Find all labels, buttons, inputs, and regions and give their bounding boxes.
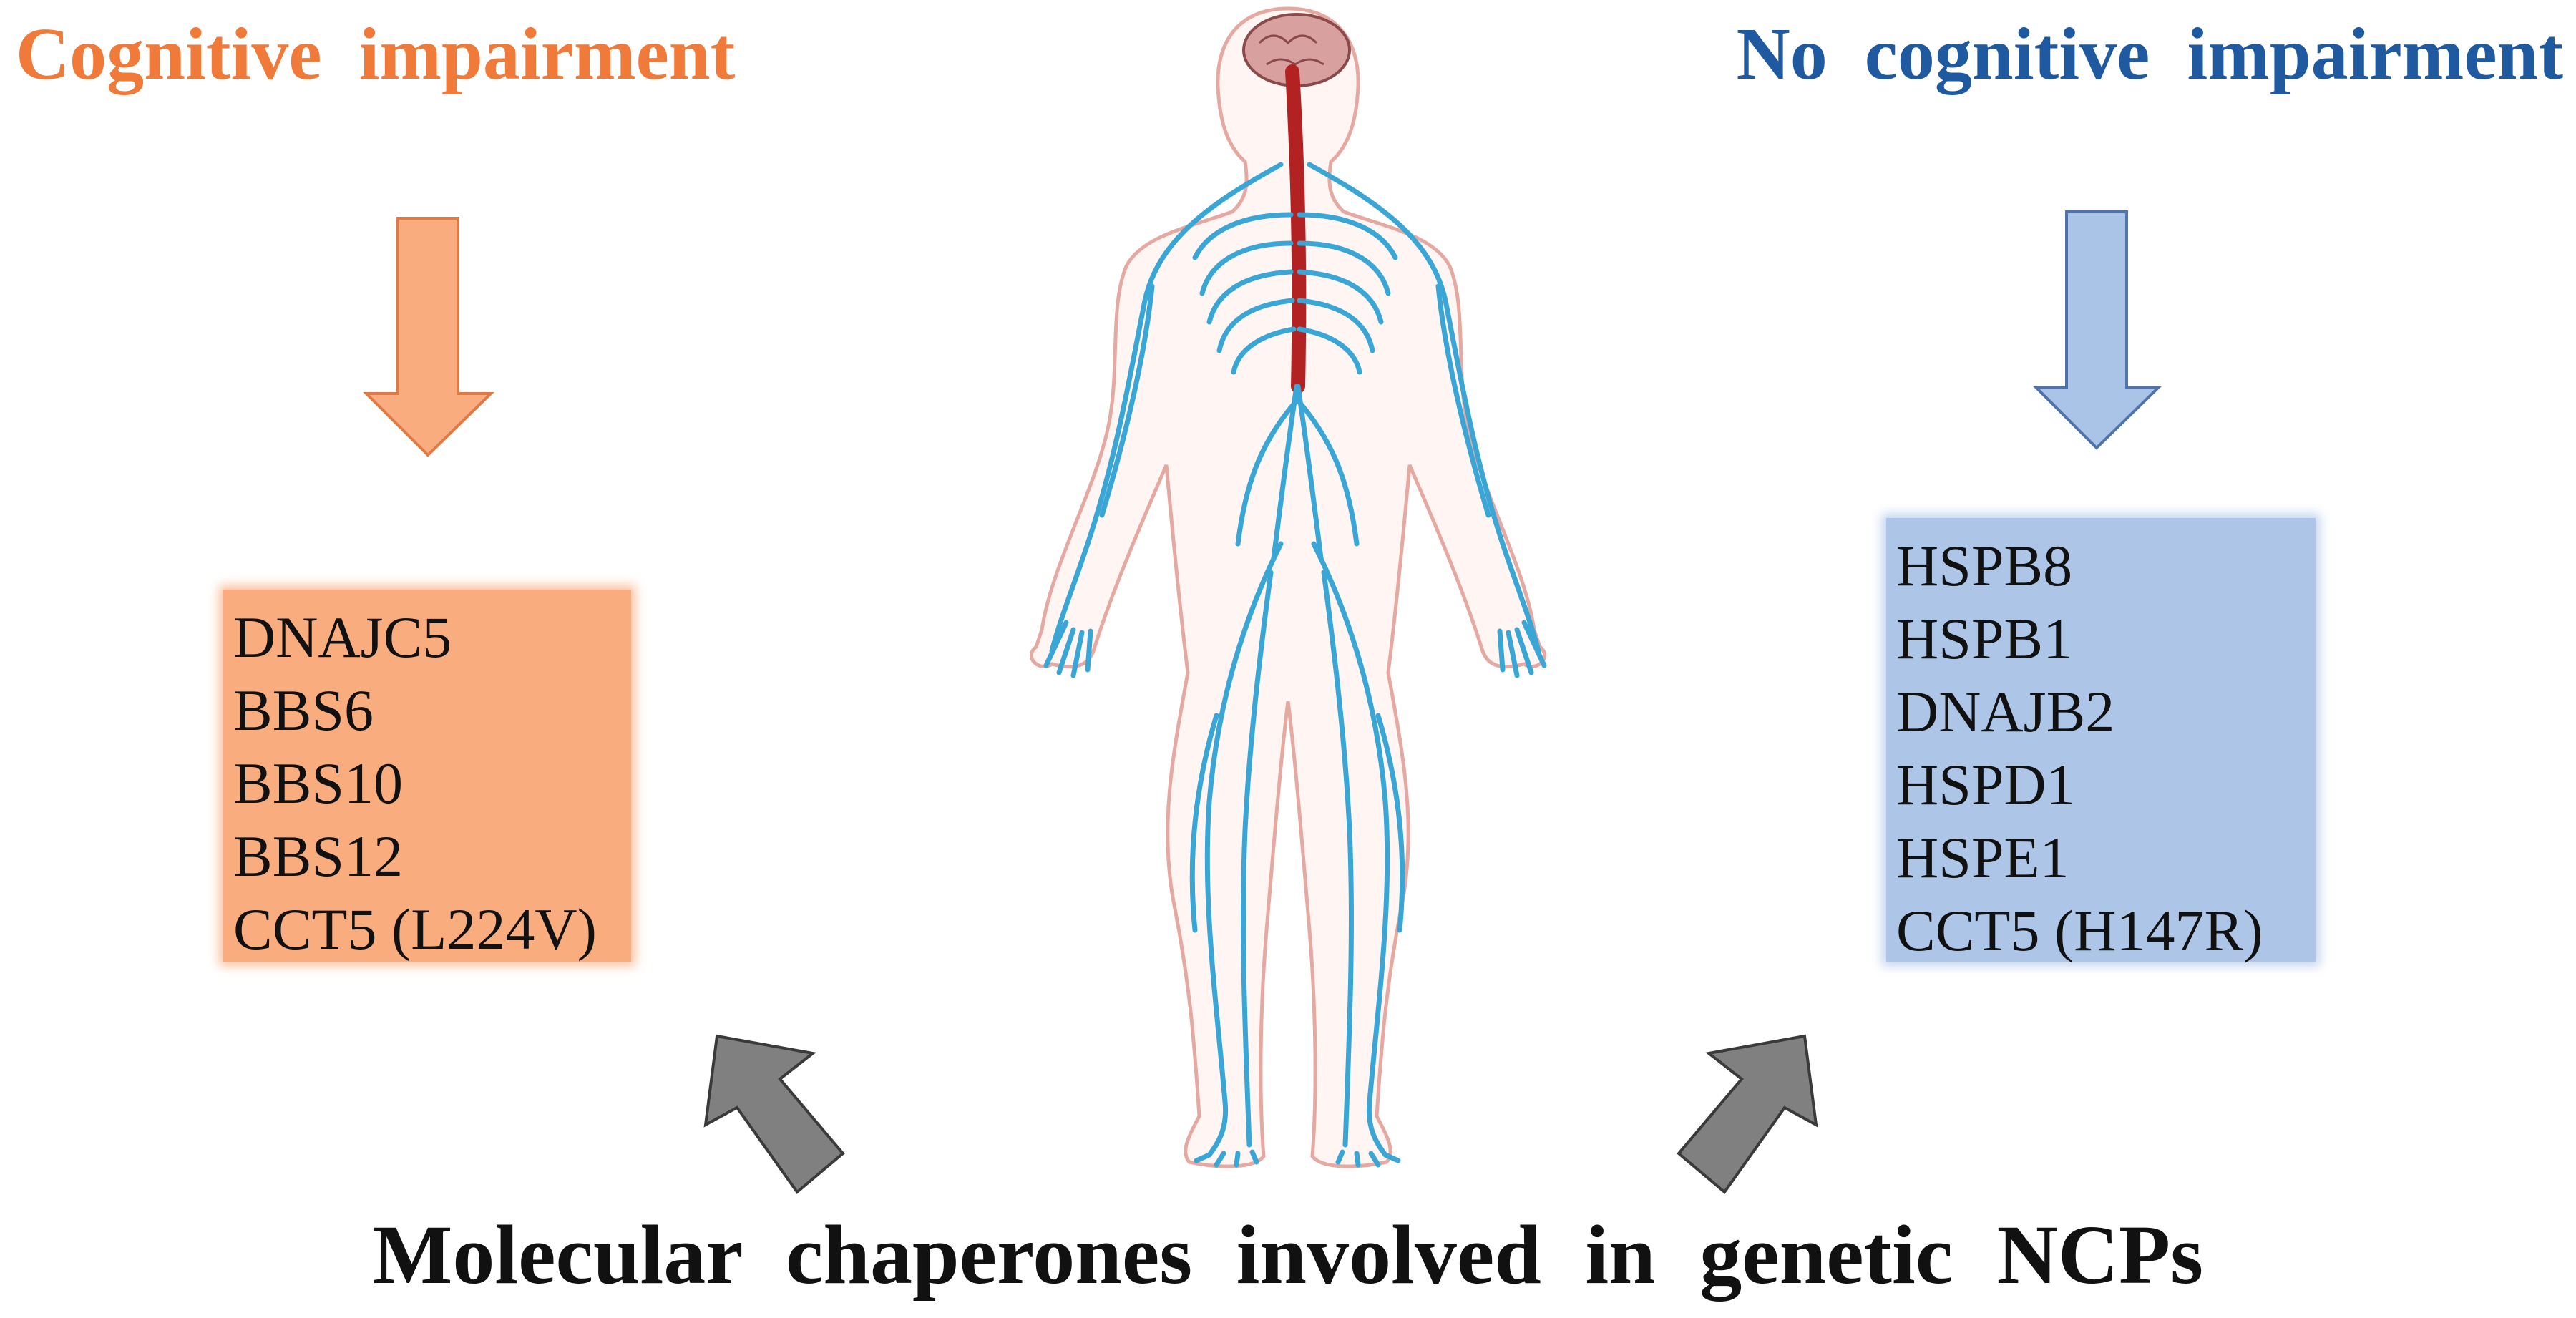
gene-item: CCT5 (L224V) [233,897,597,962]
nerve-network [1043,162,1547,1168]
gene-item: CCT5 (H147R) [1896,898,2263,963]
nervous-system-figure [1029,6,1547,1168]
down-arrow-right-icon [2033,210,2162,450]
gene-item: DNAJB2 [1896,679,2115,744]
gene-item: DNAJC5 [233,605,452,670]
up-arrow-right-icon [1677,1034,1818,1194]
no-cognitive-impairment-gene-list: HSPB8 HSPB1 DNAJB2 HSPD1 HSPE1 CCT5 (H14… [1896,529,2316,967]
spinal-cord [1285,64,1307,394]
gene-item: HSPE1 [1896,825,2069,890]
no-cognitive-impairment-title: No cognitive impairment [1736,13,2563,95]
gene-item: BBS10 [233,751,403,816]
cognitive-impairment-title: Cognitive impairment [16,13,736,95]
down-arrow-left-icon [363,217,494,457]
cognitive-impairment-gene-box: DNAJC5 BBS6 BBS10 BBS12 CCT5 (L224V) [223,590,631,962]
diagram-caption: Molecular chaperones involved in genetic… [372,1208,2204,1302]
gene-item: HSPB8 [1896,533,2073,598]
no-cognitive-impairment-gene-box: HSPB8 HSPB1 DNAJB2 HSPD1 HSPE1 CCT5 (H14… [1886,518,2316,963]
gene-item: BBS12 [233,824,403,889]
gene-item: HSPD1 [1896,752,2076,817]
gene-item: HSPB1 [1896,606,2073,671]
gene-item: BBS6 [233,678,374,743]
cognitive-impairment-gene-list: DNAJC5 BBS6 BBS10 BBS12 CCT5 (L224V) [233,601,631,966]
up-arrow-left-shape [703,1034,845,1194]
body-outline [1029,6,1547,1168]
